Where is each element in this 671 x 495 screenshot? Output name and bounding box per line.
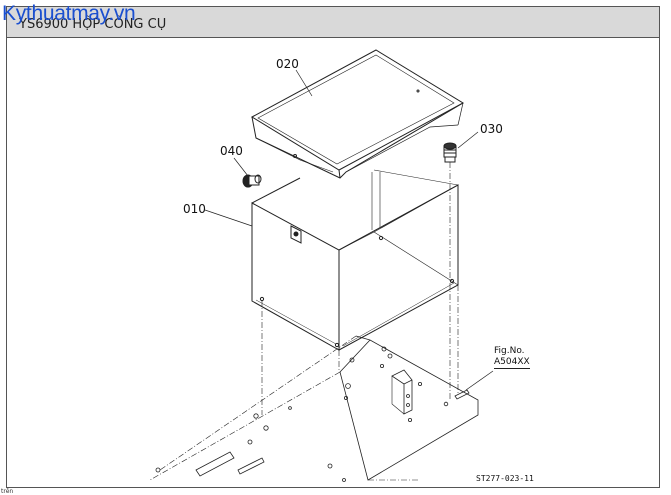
tool-box (251, 169, 459, 351)
callout-020: 020 (276, 57, 299, 71)
callout-040: 040 (220, 144, 243, 158)
leader-lines (204, 69, 494, 391)
corner-note: trên (1, 488, 14, 495)
figure-ref-number: A504XX (494, 357, 530, 369)
figure-reference: Fig.No. A504XX (494, 346, 530, 369)
knob-part (242, 174, 262, 188)
figure-ref-label: Fig.No. (494, 346, 525, 356)
title-bar: YS6900 HỘP CÔNG CỤ (6, 6, 660, 38)
watermark: Kythuatmay.vn (2, 2, 136, 25)
base-plate (149, 335, 479, 482)
callout-010: 010 (183, 202, 206, 216)
page-title: YS6900 HỘP CÔNG CỤ (19, 17, 167, 32)
lid-tray (250, 49, 465, 179)
drawing-code: ST277-023-11 (476, 474, 534, 483)
plug-part (443, 142, 457, 163)
callout-030: 030 (480, 122, 503, 136)
alignment-lines (261, 162, 459, 415)
